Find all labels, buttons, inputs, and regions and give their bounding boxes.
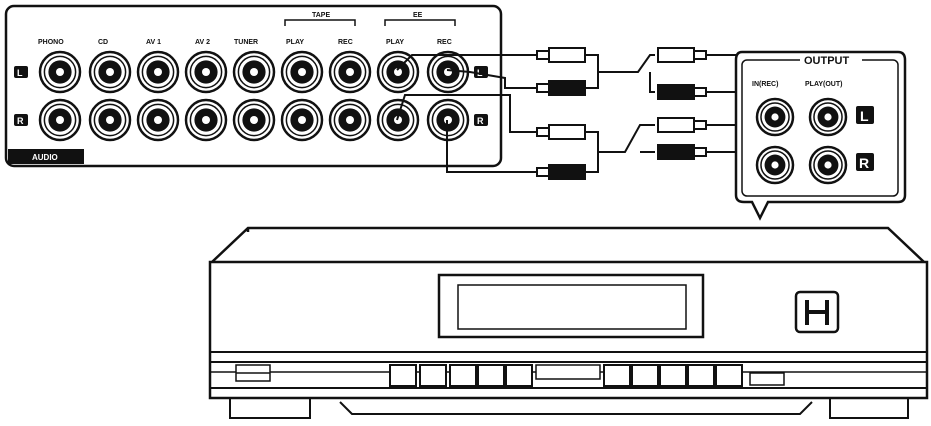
amp-jack-3-left[interactable] xyxy=(184,50,228,94)
deck-button-2[interactable] xyxy=(449,364,477,387)
amp-jack-5-right[interactable] xyxy=(280,98,324,142)
deck-button-1[interactable] xyxy=(419,364,447,387)
jack-label-av2: AV 2 xyxy=(195,39,210,46)
device-right-marker xyxy=(856,153,874,171)
plug-a1 xyxy=(533,47,586,63)
deck-button-6[interactable] xyxy=(631,364,659,387)
jack-label-cd: CD xyxy=(98,39,108,46)
amp-jack-1-left[interactable] xyxy=(88,50,132,94)
plug-b3 xyxy=(657,117,710,133)
jack-label-av1: AV 1 xyxy=(146,39,161,46)
amp-jack-5-left[interactable] xyxy=(280,50,324,94)
recorder-unit xyxy=(208,226,929,419)
amp-left-marker-label: L xyxy=(17,68,23,78)
output-title: OUTPUT xyxy=(804,55,850,67)
amp-jack-3-right[interactable] xyxy=(184,98,228,142)
in-rec-label: IN(REC) xyxy=(752,81,778,88)
amp-jack-grid xyxy=(38,50,470,142)
rca-plugs xyxy=(533,47,710,180)
jack-label-tuner: TUNER xyxy=(234,39,258,46)
tape-group-label: TAPE xyxy=(312,12,330,19)
amplifier-rear-panel: AUDIO TAPE EE PHONO CD AV 1 AV 2 TUNER P… xyxy=(4,4,503,168)
audio-tag xyxy=(8,149,84,164)
in-rec-right-jack[interactable] xyxy=(755,145,795,185)
play-out-right-jack[interactable] xyxy=(808,145,848,185)
device-jack-grid xyxy=(755,97,848,185)
plug-a3 xyxy=(533,124,586,140)
amp-jack-0-right[interactable] xyxy=(38,98,82,142)
in-rec-left-jack[interactable] xyxy=(755,97,795,137)
deck-button-4[interactable] xyxy=(505,364,533,387)
deck-button-9[interactable] xyxy=(715,364,743,387)
amp-jack-1-right[interactable] xyxy=(88,98,132,142)
deck-button-5[interactable] xyxy=(603,364,631,387)
amp-jack-2-right[interactable] xyxy=(136,98,180,142)
play-out-label: PLAY(OUT) xyxy=(805,81,842,88)
amp-jack-4-left[interactable] xyxy=(232,50,276,94)
plug-a4 xyxy=(533,164,586,180)
play-out-left-jack[interactable] xyxy=(808,97,848,137)
amp-jack-6-right[interactable] xyxy=(328,98,372,142)
amp-jack-4-right[interactable] xyxy=(232,98,276,142)
transport-buttons xyxy=(389,364,743,387)
deck-button-3[interactable] xyxy=(477,364,505,387)
plug-b1 xyxy=(657,47,710,63)
device-left-marker xyxy=(856,106,874,124)
device-left-marker-label: L xyxy=(860,108,869,124)
amp-left-marker xyxy=(14,66,28,78)
amp-jack-6-left[interactable] xyxy=(328,50,372,94)
device-right-marker-label: R xyxy=(859,155,869,171)
jack-label-tape-play: PLAY xyxy=(286,39,304,46)
jack-label-ee-play: PLAY xyxy=(386,39,404,46)
jack-label-ee-rec: REC xyxy=(437,39,452,46)
deck-button-8[interactable] xyxy=(687,364,715,387)
ee-group-label: EE xyxy=(413,12,423,19)
amp-jack-7-left[interactable] xyxy=(376,50,420,94)
plug-b4 xyxy=(657,144,710,160)
deck-button-7[interactable] xyxy=(659,364,687,387)
amp-right-marker xyxy=(14,114,28,126)
amp-jack-0-left[interactable] xyxy=(38,50,82,94)
ee-right-marker-label: R xyxy=(477,116,484,126)
plug-b2 xyxy=(657,84,710,100)
jack-label-phono: PHONO xyxy=(38,39,64,46)
jack-label-tape-rec: REC xyxy=(338,39,353,46)
audio-tag-label: AUDIO xyxy=(32,153,58,162)
amp-jack-2-left[interactable] xyxy=(136,50,180,94)
deck-button-0[interactable] xyxy=(389,364,417,387)
device-output-panel: OUTPUT IN(REC) PLAY(OUT) L R xyxy=(734,50,907,221)
plug-a2 xyxy=(533,80,586,96)
deck-slot xyxy=(535,364,601,380)
amp-right-marker-label: R xyxy=(17,116,24,126)
